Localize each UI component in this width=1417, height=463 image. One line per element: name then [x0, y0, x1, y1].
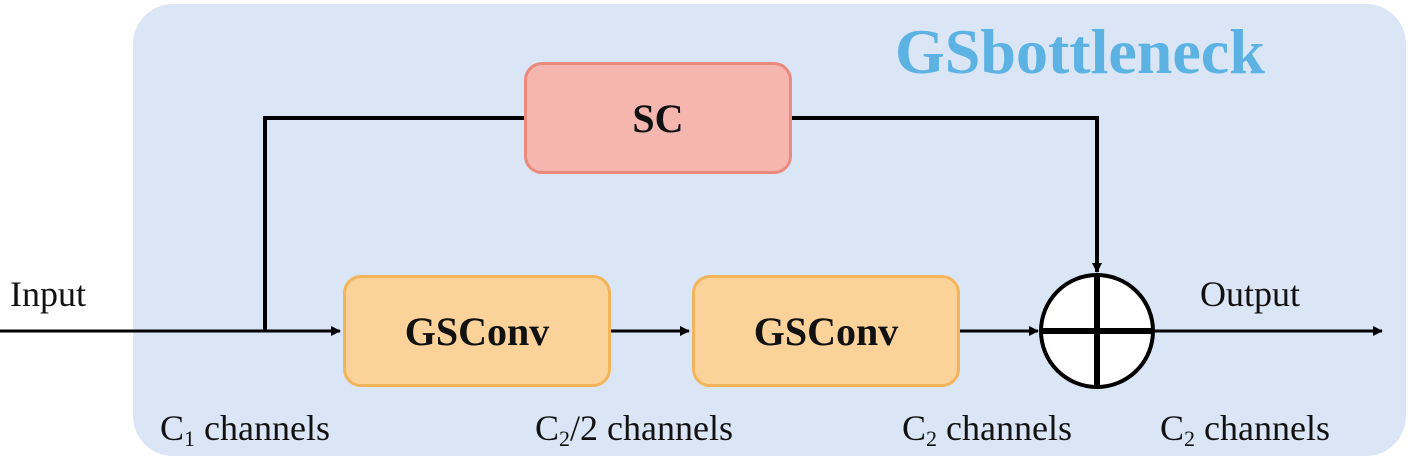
c1-channels-label: C1 channels	[160, 408, 330, 451]
sc-block: SC	[524, 62, 792, 174]
sum-node-icon	[1039, 273, 1155, 389]
diagram-title: GSbottleneck	[895, 16, 1265, 87]
gsconv-block-2-label: GSConv	[753, 308, 899, 354]
shortcut-to-sum-line	[792, 116, 1102, 273]
c2-channels-output-label: C2 channels	[1160, 408, 1330, 451]
input-label: Input	[10, 274, 86, 314]
gsconv-block-1-label: GSConv	[404, 308, 550, 354]
c2-half-channels-label: C2/2 channels	[535, 408, 733, 451]
gsconv-block-2: GSConv	[692, 275, 960, 387]
output-label: Output	[1200, 274, 1301, 314]
gsconv-block-1: GSConv	[343, 275, 611, 387]
c2-channels-pre-sum-label: C2 channels	[902, 408, 1072, 451]
sc-block-label: SC	[632, 95, 684, 141]
shortcut-branch-line	[263, 116, 524, 331]
